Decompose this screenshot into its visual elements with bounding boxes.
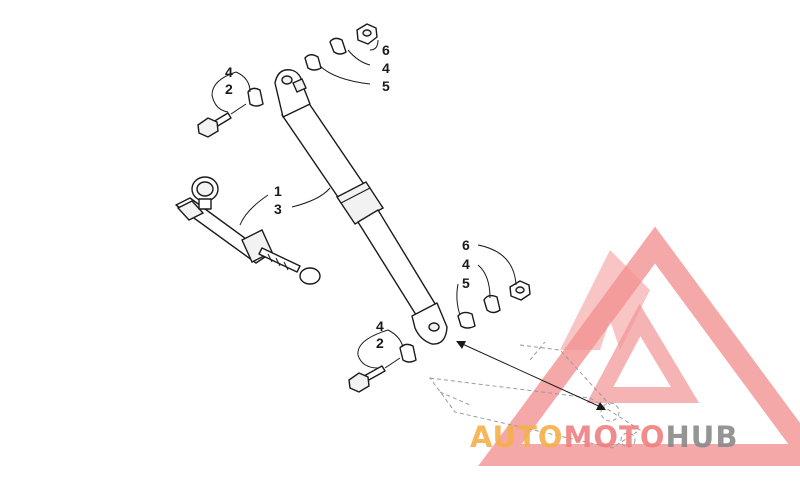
- watermark-hub: HUB: [666, 420, 739, 454]
- tool-handle: [176, 200, 205, 221]
- shock-lower-body: [357, 209, 438, 319]
- washer-top-left: [247, 87, 264, 107]
- callout-bottom-left-4: 4: [376, 318, 384, 334]
- callout-top-right-5: 5: [382, 78, 390, 94]
- tool-rod: [258, 247, 301, 273]
- callout-top-right-4: 4: [382, 60, 390, 76]
- bolt-bottom-left-head: [348, 372, 370, 393]
- watermark-triangle-inner: [586, 303, 700, 403]
- callout-top-right-6: 6: [382, 42, 390, 58]
- bolt-top-left-head: [197, 117, 219, 138]
- watermark-auto: AUTO: [470, 420, 564, 454]
- watermark-moto: MOTO: [564, 420, 666, 454]
- callout-bottom-right-6: 6: [462, 237, 470, 253]
- callout-labels: 6 4 5 4 2 1 3 4 2 6 4 5: [225, 42, 470, 351]
- bushing-bottom: [457, 311, 476, 329]
- washer-bottom-a: [483, 294, 501, 314]
- top-right-hardware: [304, 23, 379, 85]
- callout-bottom-right-5: 5: [462, 275, 470, 291]
- bottom-right-hardware: [456, 244, 531, 329]
- washer-bottom-left: [399, 343, 417, 363]
- watermark-logo: [478, 226, 800, 466]
- top-left-hardware: [197, 71, 264, 138]
- watermark-text: AUTOMOTOHUB: [470, 420, 738, 454]
- bottom-left-hardware: [348, 329, 417, 393]
- callout-bottom-right-4: 4: [462, 256, 470, 272]
- callout-top-left-4: 4: [225, 64, 233, 80]
- bushing-top: [304, 54, 322, 71]
- watermark-m-left: [560, 250, 650, 350]
- preload-tool: [175, 176, 331, 285]
- shock-absorber: [274, 69, 448, 345]
- callout-bottom-left-2: 2: [376, 335, 384, 351]
- ghost-mount-bracket: [428, 341, 641, 449]
- svg-text:AUTOMOTOHUB: AUTOMOTOHUB: [470, 420, 738, 454]
- callout-middle-3: 3: [274, 201, 282, 217]
- callout-middle-1: 1: [274, 183, 282, 199]
- callout-top-left-2: 2: [225, 81, 233, 97]
- mounting-arrow: [456, 341, 606, 410]
- shock-lower-eye: [411, 302, 448, 345]
- upper-grease-fitting: [292, 78, 307, 93]
- tool-end-knob: [299, 267, 321, 285]
- watermark-triangle-large: [478, 226, 800, 466]
- washer-top-a: [329, 37, 347, 55]
